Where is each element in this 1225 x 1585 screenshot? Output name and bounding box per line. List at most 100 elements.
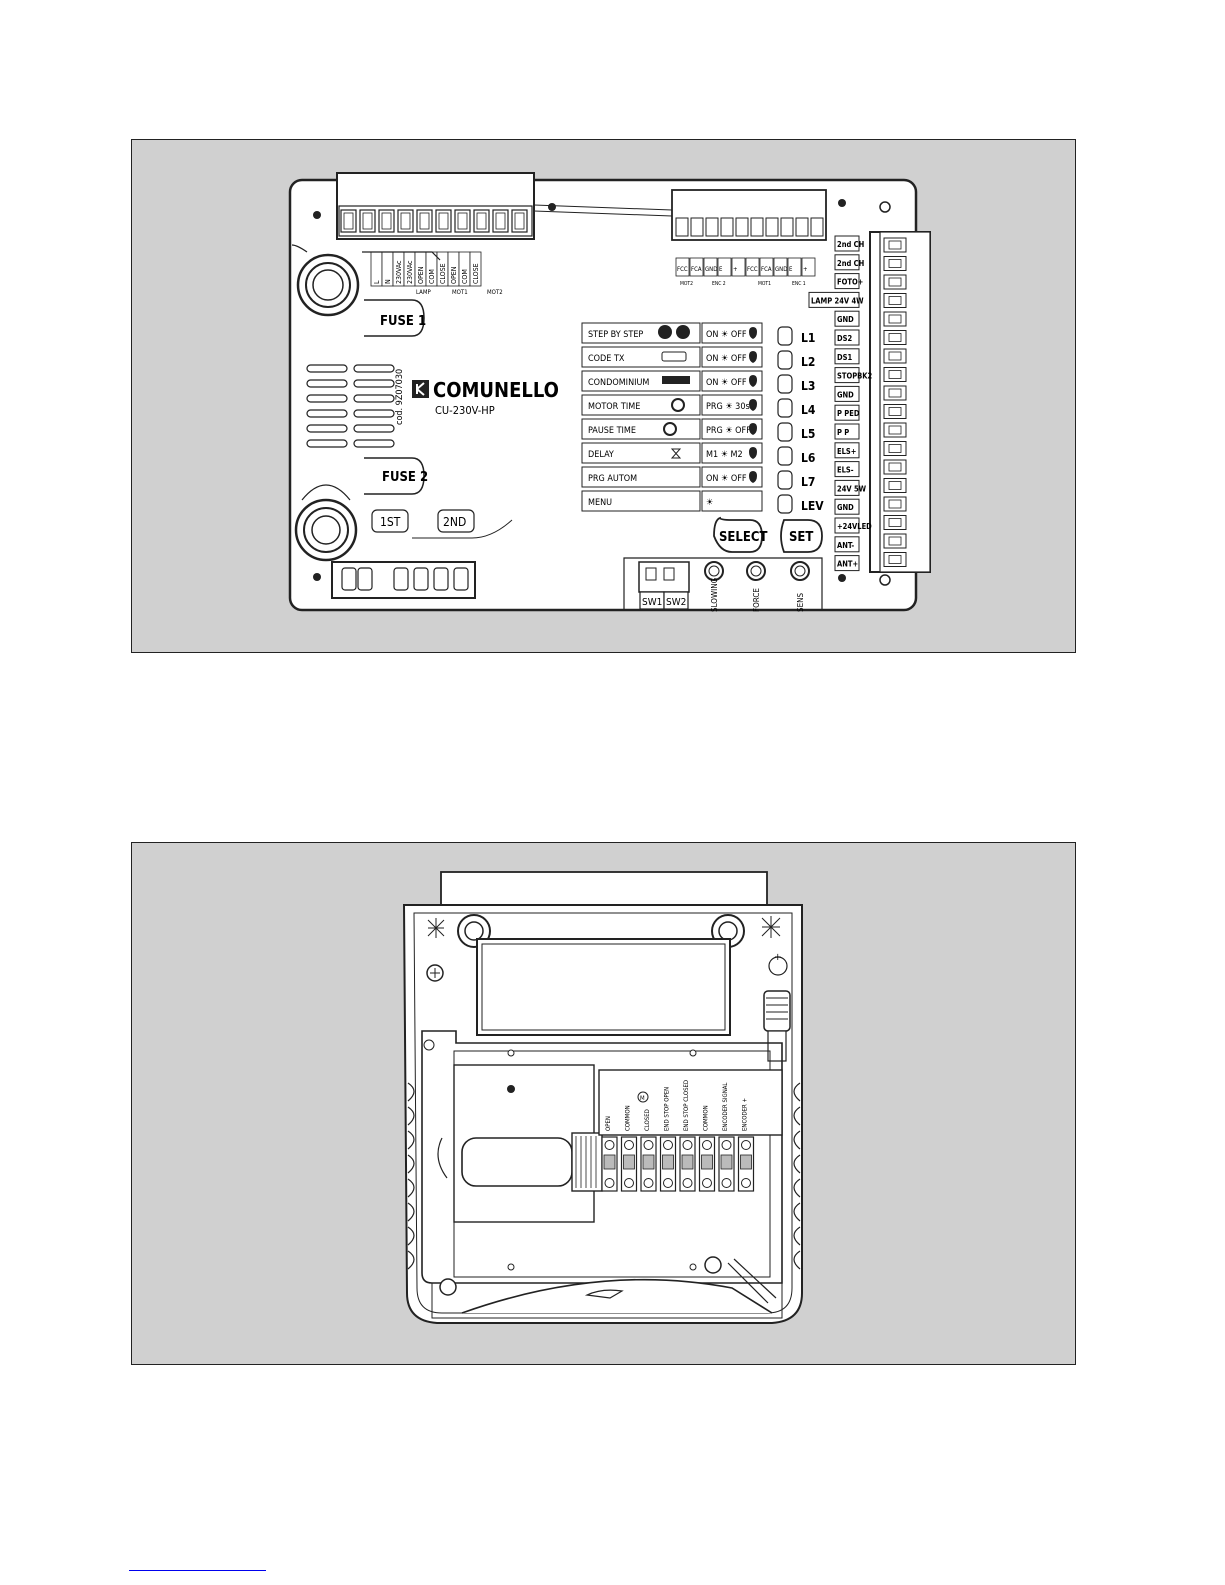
- terminal-group-label: ENC 1: [792, 281, 806, 287]
- menu-value-cell: [701, 346, 763, 368]
- mount-hole: [313, 573, 321, 581]
- motor-terminal-label: ENCODER SIGNAL: [722, 1083, 729, 1131]
- menu-row-value: PRG ☀ OFF: [706, 426, 751, 436]
- led-label: L2: [801, 355, 815, 369]
- relay-1-label: 1ST: [380, 515, 401, 529]
- fuse-2-label: FUSE 2: [382, 470, 428, 485]
- menu-row: [581, 442, 701, 464]
- trimmer-label: SENS: [796, 593, 805, 613]
- led-label: L3: [801, 379, 815, 393]
- led-indicator: [777, 326, 793, 346]
- led-label: LEV: [801, 499, 824, 513]
- board-code: cod. 9Z07030: [395, 369, 405, 425]
- terminal-screw: [357, 567, 373, 591]
- right-terminal-label: STOPBK2: [837, 372, 873, 381]
- menu-row-label: PRG AUTOM: [588, 474, 637, 484]
- top-terminal-label: N: [384, 279, 392, 284]
- motor-terminal-label: CLOSED: [644, 1109, 651, 1131]
- encoder-terminal-label: GND: [775, 266, 787, 273]
- menu-row: [581, 394, 701, 416]
- mount-hole: [838, 199, 846, 207]
- right-terminal-label: ELS-: [837, 466, 854, 475]
- right-terminal-label: GND: [837, 390, 854, 399]
- bulb-icon: [749, 375, 757, 387]
- top-terminal-label: CLOSE: [472, 263, 480, 284]
- relay-1: 1ST: [371, 509, 409, 533]
- footnote-rule: [129, 1570, 266, 1571]
- motor-terminal-label: END STOP CLOSED: [683, 1080, 690, 1131]
- vent-slot: [306, 394, 348, 403]
- trimmer-label: SLOWING: [710, 578, 719, 612]
- menu-row-label: DELAY: [588, 450, 614, 460]
- terminal-screw: [393, 567, 409, 591]
- right-terminal-label: FOTO+: [837, 278, 863, 287]
- menu-row-label: MENU: [588, 498, 612, 508]
- terminal-group-label: MOT1: [452, 289, 468, 296]
- menu-value-cell: [701, 418, 763, 440]
- terminal-screw: [341, 567, 357, 591]
- vent-slot: [306, 409, 348, 418]
- terminal-screw: [750, 217, 764, 237]
- encoder-terminal-label: +: [803, 266, 808, 273]
- top-terminal-label: COM: [461, 269, 469, 284]
- cable-gland: +: [763, 952, 791, 1062]
- top-terminal-label: 230VAc: [395, 260, 403, 284]
- terminal-screw: [413, 567, 429, 591]
- motor-terminal-block: [601, 1136, 755, 1192]
- motor-terminal-label: COMMON: [625, 1105, 632, 1131]
- top-terminal-label: 230VAc: [406, 260, 414, 284]
- right-terminal-label: P PED: [837, 409, 860, 418]
- menu-row-label: CONDOMINIUM: [588, 378, 649, 388]
- remote-icon: [661, 351, 687, 362]
- menu-row-value: ON ☀ OFF: [706, 330, 747, 340]
- fuse-1: FUSE 1: [291, 244, 441, 337]
- vent-slot: [353, 439, 395, 448]
- terminal-group-label: MOT1: [758, 281, 771, 287]
- led-label: L1: [801, 331, 815, 345]
- terminal-screw: [720, 217, 734, 237]
- encoder-terminal-label: FCA: [761, 266, 772, 273]
- right-terminal-label: ANT+: [837, 560, 858, 569]
- clock-icon: [671, 398, 685, 412]
- bulb-icon: [749, 423, 757, 435]
- led-indicator: [777, 422, 793, 442]
- terminal-screw: [780, 217, 794, 237]
- encoder-terminal-label: E: [789, 266, 793, 273]
- right-terminal-label: GND: [837, 315, 854, 324]
- led-indicator: [777, 494, 793, 514]
- terminal-screw: [735, 217, 749, 237]
- menu-value-cell: [701, 370, 763, 392]
- menu-row: [581, 466, 701, 488]
- terminal-screw: [795, 217, 809, 237]
- model-name: CU-230V-HP: [435, 404, 495, 417]
- led-label: L4: [801, 403, 816, 417]
- stop-icon: [658, 325, 672, 339]
- dip-switches[interactable]: SW1 SW2: [638, 561, 690, 610]
- right-terminal-block: [869, 201, 931, 586]
- led-label: L6: [801, 451, 815, 465]
- set-button[interactable]: SET: [780, 519, 823, 553]
- trimmers[interactable]: SLOWING FORCE SENS: [704, 561, 810, 613]
- led-label: L7: [801, 475, 815, 489]
- led-indicator: [777, 398, 793, 418]
- set-button-label: SET: [789, 530, 813, 545]
- trimmer-label: FORCE: [752, 588, 761, 612]
- menu-row-value: ON ☀ OFF: [706, 474, 747, 484]
- bottom-connector: [331, 561, 476, 599]
- encoder-terminal-block: [671, 189, 827, 241]
- right-terminal-label: 2nd CH: [837, 259, 865, 268]
- top-terminal-label: L: [373, 280, 381, 284]
- timer-icon: [663, 422, 677, 436]
- menu-row-label: MOTOR TIME: [588, 402, 640, 412]
- select-button[interactable]: SELECT: [713, 516, 767, 553]
- menu-row-value: M1 ☀ M2: [706, 450, 743, 460]
- brand-name: COMUNELLO: [433, 378, 559, 402]
- menu-value-cell: [701, 490, 763, 512]
